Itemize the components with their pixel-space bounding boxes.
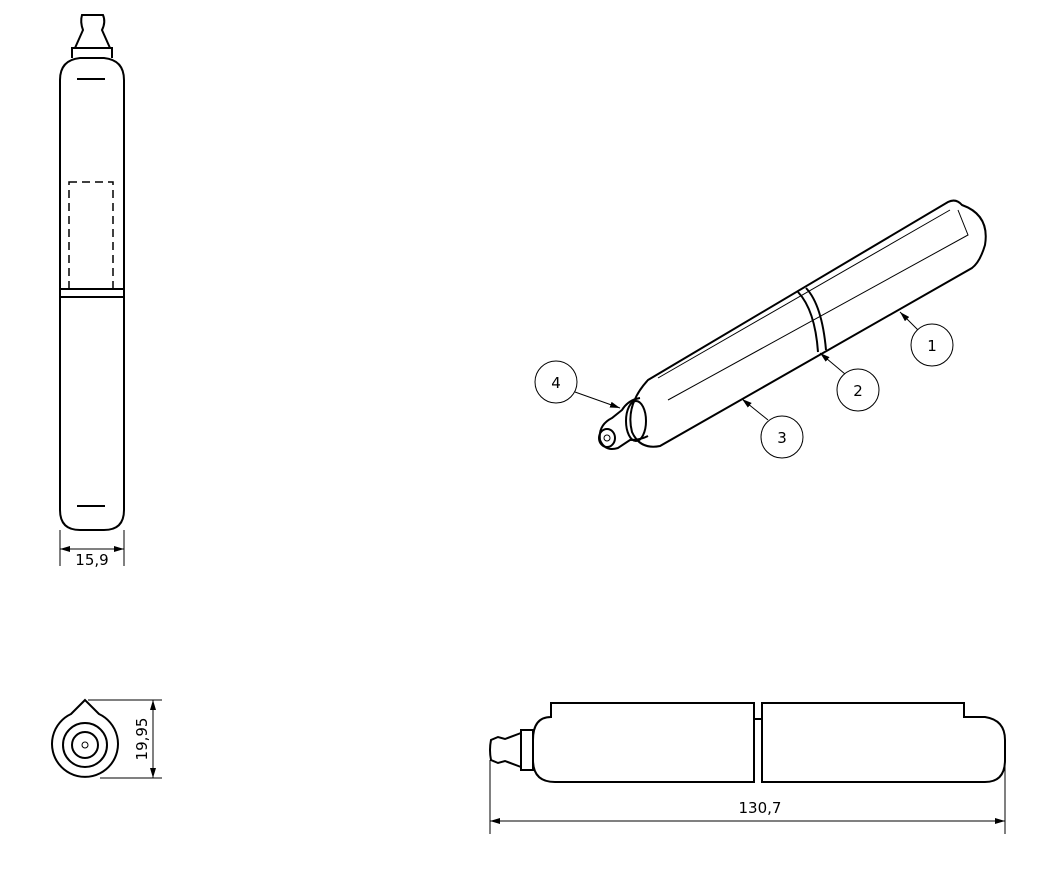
width-dimension: 15,9 <box>75 551 108 569</box>
balloon-1 <box>910 323 954 367</box>
balloon-3 <box>760 415 804 459</box>
side-view-body-2 <box>761 702 1006 783</box>
balloon-2-label: 2 <box>853 382 863 400</box>
iso-hex-edge <box>657 209 969 401</box>
bore-circle <box>81 741 89 749</box>
iso-nozzle-tip <box>598 428 616 448</box>
top-view: 15,9 <box>59 14 125 569</box>
height-dimension: 19,95 <box>133 718 151 761</box>
side-collar <box>520 729 534 771</box>
balloon-4-label: 4 <box>551 374 561 392</box>
balloon-3-label: 3 <box>777 429 787 447</box>
side-nozzle <box>489 732 522 768</box>
end-view: 19,95 <box>51 698 162 779</box>
end-view-outline <box>51 698 119 778</box>
leader-1 <box>899 311 919 331</box>
length-dimension: 130,7 <box>739 799 782 817</box>
balloon-1-label: 1 <box>927 337 937 355</box>
balloon-4 <box>534 360 578 404</box>
iso-joint <box>797 287 827 353</box>
leader-3 <box>741 398 769 421</box>
side-view-body <box>532 702 755 783</box>
hidden-pin-outline <box>68 181 114 290</box>
balloon-2 <box>836 368 880 412</box>
nozzle-tip <box>71 14 113 58</box>
iso-bore <box>603 434 611 442</box>
collar-circle <box>62 722 108 768</box>
side-view: 130,7 <box>489 702 1006 834</box>
iso-collar <box>625 400 647 442</box>
leader-2 <box>819 352 846 375</box>
nipple-circle <box>71 731 99 759</box>
top-view-body <box>59 57 125 531</box>
leader-4 <box>574 391 621 409</box>
isometric-view: 1 2 3 4 <box>534 199 987 459</box>
iso-body-outline <box>629 199 987 448</box>
